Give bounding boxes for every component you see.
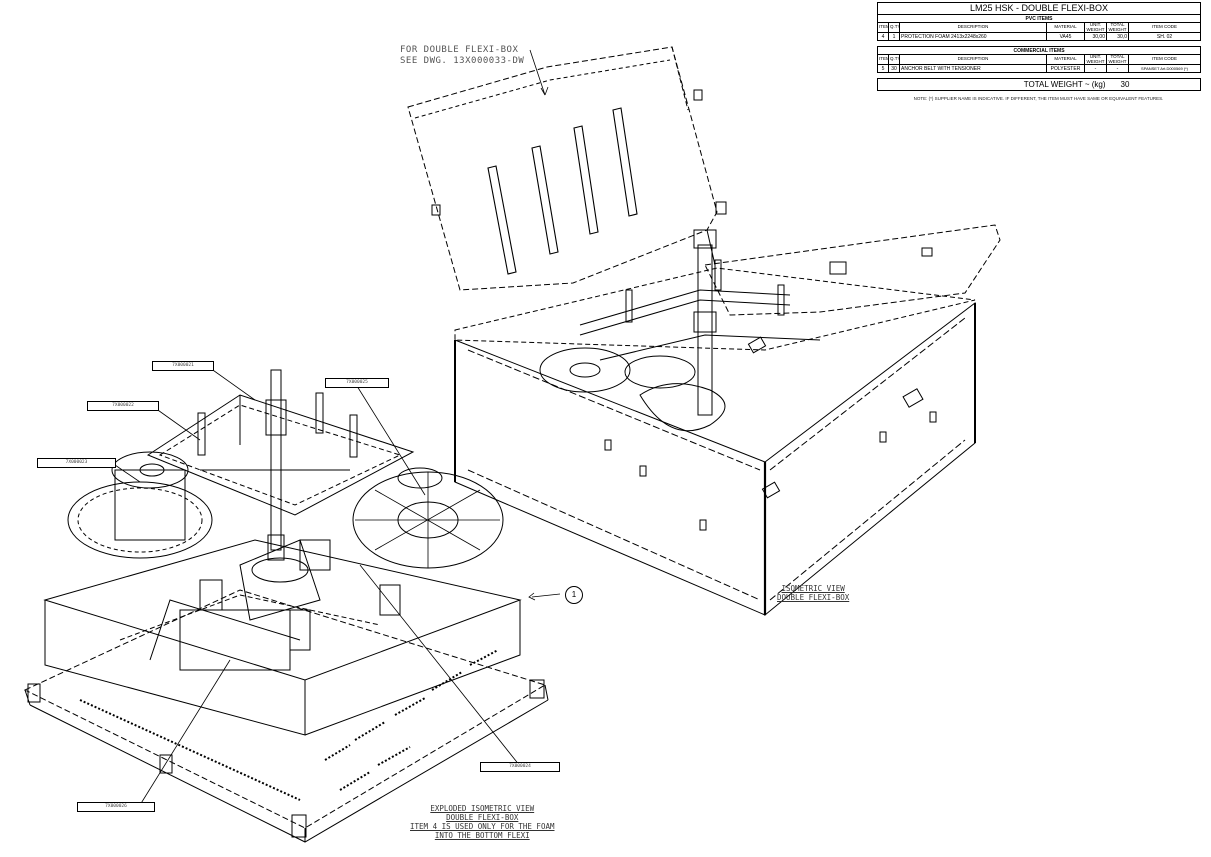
header-item: ITEM xyxy=(877,54,889,65)
bom-title: LM25 HSK - DOUBLE FLEXI-BOX xyxy=(876,2,1202,15)
exploded-view-title-line-2: DOUBLE FLEXI-BOX xyxy=(446,813,519,822)
header-qty: Q.TY xyxy=(888,22,900,33)
reference-note-line-2: SEE DWG. 13X000033-DW xyxy=(400,56,525,66)
isometric-view-title-line-1: ISOMETRIC VIEW xyxy=(781,584,845,593)
cell-qty: 30 xyxy=(888,64,900,73)
header-unit-weight: UNIT. WEIGHT xyxy=(1084,54,1107,65)
cell-item: 5 xyxy=(877,64,889,73)
header-unit-weight: UNIT. WEIGHT xyxy=(1084,22,1107,33)
cell-unit-weight: 30,00 xyxy=(1084,32,1107,41)
cell-material: VA45 xyxy=(1046,32,1085,41)
part-tag-top: 7X000021 xyxy=(152,361,214,371)
cell-qty: 1 xyxy=(888,32,900,41)
total-weight-row: TOTAL WEIGHT ~ (kg) 30 xyxy=(877,78,1202,91)
pvc-header-row: ITEM Q.TY DESCRIPTION MATERIAL UNIT. WEI… xyxy=(877,22,1202,33)
total-weight-label: TOTAL WEIGHT ~ (kg) xyxy=(877,78,1107,91)
total-weight-value: 30 xyxy=(1106,78,1202,91)
commercial-row: 5 30 ANCHOR BELT WITH TENSIONER POLYESTE… xyxy=(877,64,1202,73)
big-wheel xyxy=(67,481,213,559)
header-total-weight: TOTAL WEIGHT xyxy=(1106,54,1129,65)
bill-of-materials: LM25 HSK - DOUBLE FLEXI-BOX PVC ITEMS IT… xyxy=(876,2,1202,101)
exploded-view-title-line-1: EXPLODED ISOMETRIC VIEW xyxy=(430,804,535,813)
leader-lines xyxy=(114,49,561,806)
part-tag-bottom-left: 7X000026 xyxy=(77,802,155,812)
front-flap xyxy=(704,224,1001,316)
box-top-rim xyxy=(454,267,976,351)
cell-material: POLYESTER xyxy=(1046,64,1085,73)
cell-item-code: SH. 02 xyxy=(1127,32,1202,41)
reference-note: FOR DOUBLE FLEXI-BOX SEE DWG. 13X000033-… xyxy=(400,45,524,67)
commercial-section-label: COMMERCIAL ITEMS xyxy=(876,46,1202,55)
header-item-code: ITEM CODE xyxy=(1127,54,1202,65)
item-balloon: 1 xyxy=(565,586,583,604)
lid-slats xyxy=(487,107,638,275)
header-item: ITEM xyxy=(877,22,889,33)
isometric-view-title-line-2: DOUBLE FLEXI-BOX xyxy=(777,593,850,602)
exploded-view-title-line-4: INTO THE BOTTOM FLEXI xyxy=(434,831,530,840)
header-material: MATERIAL xyxy=(1046,22,1085,33)
box-lid xyxy=(407,46,718,291)
cell-unit-weight: - xyxy=(1084,64,1107,73)
exploded-mast xyxy=(270,369,282,551)
supplier-note: NOTE: (*) SUPPLIER NAME IS INDICATIVE. I… xyxy=(913,96,1164,101)
exploded-view-title: EXPLODED ISOMETRIC VIEW DOUBLE FLEXI-BOX… xyxy=(410,804,555,840)
isometric-view-title: ISOMETRIC VIEW DOUBLE FLEXI-BOX xyxy=(777,584,849,602)
pvc-section-label: PVC ITEMS xyxy=(876,14,1202,23)
part-tag-right: 7X000025 xyxy=(325,378,389,388)
bom-table: LM25 HSK - DOUBLE FLEXI-BOX PVC ITEMS IT… xyxy=(876,2,1202,91)
mast xyxy=(697,244,713,416)
header-material: MATERIAL xyxy=(1046,54,1085,65)
cell-item-code: SPANSET Art.D000569 (*) xyxy=(1127,64,1202,73)
cell-total-weight: 30,0 xyxy=(1106,32,1129,41)
cell-description: PROTECTION FOAM 2413x2248x260 xyxy=(899,32,1047,41)
exploded-assembly xyxy=(23,369,549,843)
header-total-weight: TOTAL WEIGHT xyxy=(1106,22,1129,33)
open-flexi-box xyxy=(407,46,1001,617)
header-description: DESCRIPTION xyxy=(899,54,1047,65)
commercial-header-row: ITEM Q.TY DESCRIPTION MATERIAL UNIT. WEI… xyxy=(877,54,1202,65)
header-description: DESCRIPTION xyxy=(899,22,1047,33)
cell-total-weight: - xyxy=(1106,64,1129,73)
cell-item: 4 xyxy=(877,32,889,41)
pvc-row: 4 1 PROTECTION FOAM 2413x2248x260 VA45 3… xyxy=(877,32,1202,41)
header-item-code: ITEM CODE xyxy=(1127,22,1202,33)
exploded-view-title-line-3: ITEM 4 IS USED ONLY FOR THE FOAM xyxy=(410,822,555,831)
box-front-left-wall xyxy=(454,339,766,616)
box-front-right-wall xyxy=(764,301,976,617)
part-tag-bottom-right: 7X000024 xyxy=(480,762,560,772)
pallet-base xyxy=(23,589,547,829)
top-frame xyxy=(146,394,415,516)
part-tag-upper-left: 7X000022 xyxy=(87,401,159,411)
part-tag-left: 7X000023 xyxy=(37,458,116,468)
header-qty: Q.TY xyxy=(888,54,900,65)
reference-note-line-1: FOR DOUBLE FLEXI-BOX xyxy=(400,45,519,55)
cell-description: ANCHOR BELT WITH TENSIONER xyxy=(899,64,1047,73)
